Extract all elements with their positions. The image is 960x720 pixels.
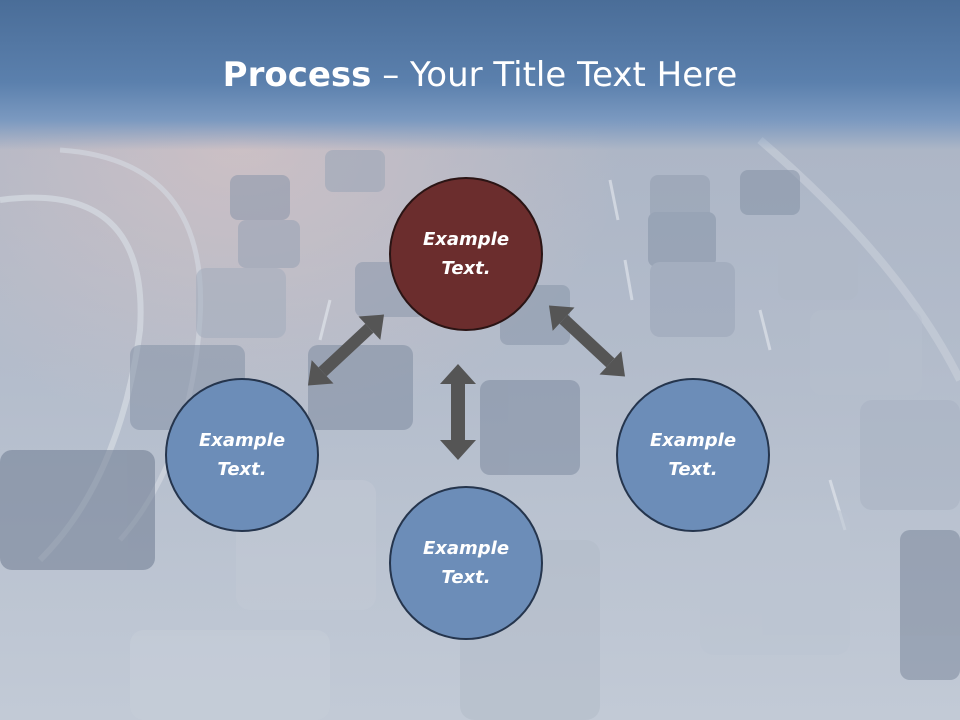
title-bold-text: Process bbox=[222, 55, 372, 95]
title-dash: – bbox=[371, 55, 411, 95]
process-node-right: Example Text. bbox=[616, 378, 770, 532]
arrow-top-right bbox=[548, 305, 626, 377]
node-label-left: Example Text. bbox=[198, 430, 286, 480]
arrow-vertical bbox=[440, 364, 476, 460]
slide-header bbox=[0, 0, 960, 150]
arrow-top-left bbox=[307, 314, 385, 386]
node-label-bottom: Example Text. bbox=[422, 538, 510, 588]
process-node-center: Example Text. bbox=[389, 177, 543, 331]
process-node-bottom: Example Text. bbox=[389, 486, 543, 640]
node-label-center: Example Text. bbox=[422, 229, 510, 279]
slide-title: Process – Your Title Text Here bbox=[0, 52, 960, 98]
node-label-right: Example Text. bbox=[649, 430, 737, 480]
title-subtitle-text: Your Title Text Here bbox=[410, 55, 738, 95]
process-node-left: Example Text. bbox=[165, 378, 319, 532]
